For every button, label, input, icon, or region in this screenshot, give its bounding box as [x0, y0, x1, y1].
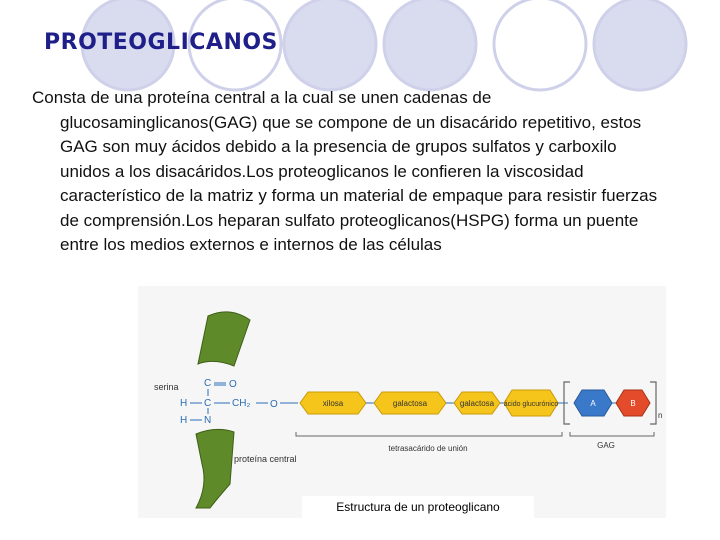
svg-text:galactosa: galactosa	[460, 399, 495, 408]
atom-ch2: CH₂	[232, 398, 250, 409]
proteoglycan-figure: serina C O H C CH₂ O H N proteína centra…	[138, 286, 666, 518]
atom-c-top: C	[204, 378, 211, 389]
proteoglycan-diagram: serina C O H C CH₂ O H N proteína centra…	[154, 311, 662, 509]
sugar-galactosa-1: galactosa	[373, 391, 447, 415]
atom-n: N	[204, 415, 211, 426]
slide-title: PROTEOGLICANOS	[44, 30, 278, 55]
repeat-subscript: n	[658, 411, 662, 420]
svg-text:galactosa: galactosa	[393, 399, 428, 408]
svg-text:xilosa: xilosa	[323, 399, 344, 408]
figure-caption: Estructura de un proteoglicano	[302, 496, 534, 518]
atom-h-bottom: H	[180, 415, 187, 426]
svg-text:A: A	[590, 399, 596, 408]
atom-o: O	[229, 379, 237, 390]
core-protein-upper	[197, 311, 251, 367]
disaccharide-unit-b: B	[615, 389, 651, 417]
gag-label: GAG	[597, 441, 615, 450]
decorative-circles	[80, 0, 688, 92]
sugar-galactosa-2: galactosa	[453, 391, 501, 415]
atom-c-mid: C	[204, 398, 211, 409]
serine-label: serina	[154, 382, 179, 392]
core-protein-label: proteína central	[234, 454, 297, 464]
svg-text:B: B	[630, 399, 635, 408]
atom-o-link: O	[270, 399, 278, 410]
disaccharide-unit-a: A	[573, 389, 613, 417]
linkage-label: tetrasacárido de unión	[388, 444, 467, 453]
svg-text:ácido glucurónico: ácido glucurónico	[504, 401, 559, 408]
core-protein-lower	[195, 428, 235, 509]
sugar-acido-glucuronico: ácido glucurónico	[503, 389, 559, 417]
atom-h-left: H	[180, 398, 187, 409]
sugar-xilosa: xilosa	[299, 391, 367, 415]
slide-body-text: Consta de una proteína central a la cual…	[32, 88, 658, 254]
